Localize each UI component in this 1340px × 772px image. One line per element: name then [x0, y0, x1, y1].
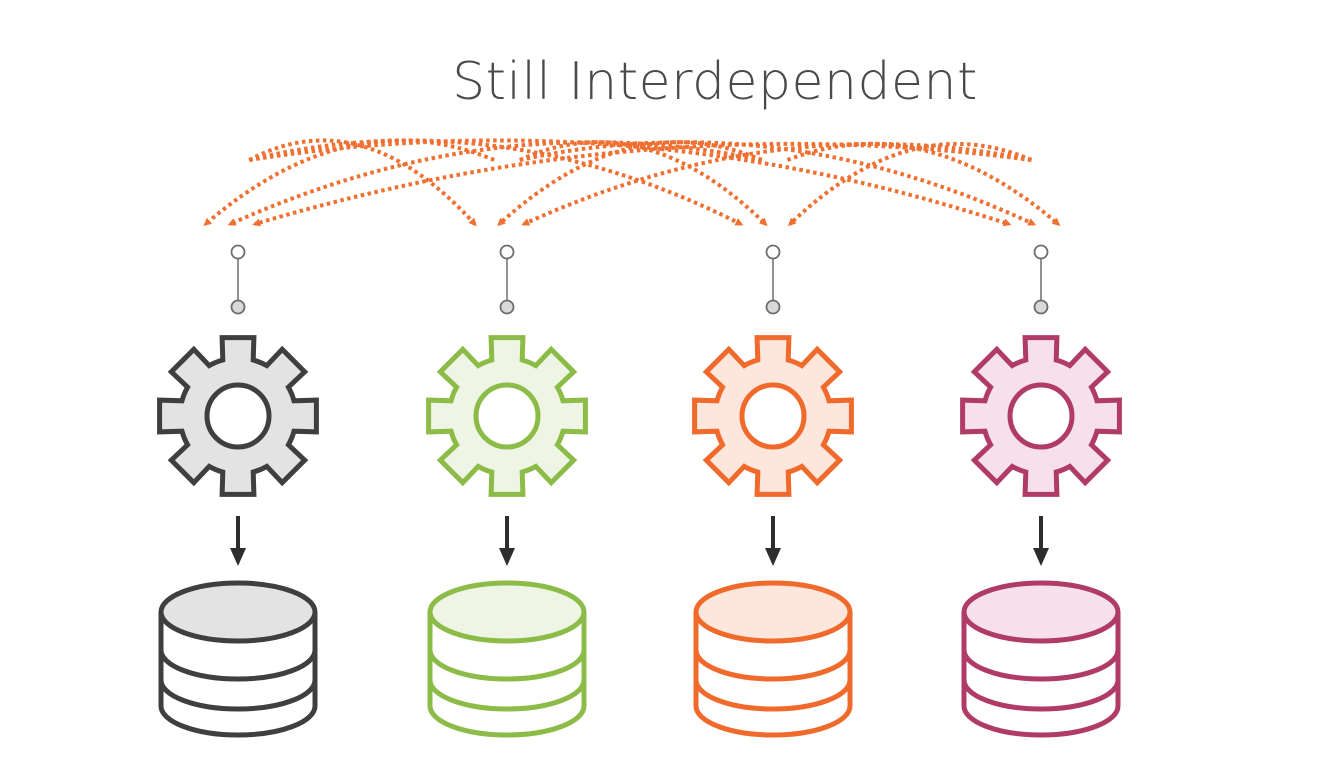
dependency-arrow — [521, 141, 1032, 226]
connector-icon — [230, 244, 246, 315]
dependency-arrow — [248, 138, 744, 226]
dependency-arrows — [203, 138, 1061, 227]
dependency-arrow — [227, 140, 763, 226]
connector-icon — [765, 244, 781, 315]
connector-icon — [1033, 244, 1049, 315]
down-arrow-icon — [230, 516, 246, 566]
down-arrow-icon — [499, 516, 515, 566]
slide-title: Still Interdependent — [452, 52, 978, 112]
service-magenta — [960, 244, 1122, 738]
gear-icon — [157, 335, 319, 497]
services — [157, 244, 1122, 738]
service-gray — [157, 244, 319, 738]
database-icon — [961, 580, 1121, 738]
dependency-arrow — [203, 138, 495, 226]
dependency-arrow — [786, 142, 1061, 226]
dependency-arrow — [248, 138, 477, 227]
service-green — [426, 244, 588, 738]
gear-icon — [692, 335, 854, 497]
database-icon — [427, 580, 587, 738]
down-arrow-icon — [765, 516, 781, 566]
connector-icon — [499, 244, 515, 315]
gear-icon — [426, 335, 588, 497]
database-icon — [158, 580, 318, 738]
dependency-arrow — [519, 140, 1037, 226]
database-icon — [693, 580, 853, 738]
gear-icon — [960, 335, 1122, 497]
dependency-arrow — [787, 141, 1033, 227]
dependency-arrow — [497, 140, 763, 227]
down-arrow-icon — [1033, 516, 1049, 566]
service-orange — [692, 244, 854, 738]
